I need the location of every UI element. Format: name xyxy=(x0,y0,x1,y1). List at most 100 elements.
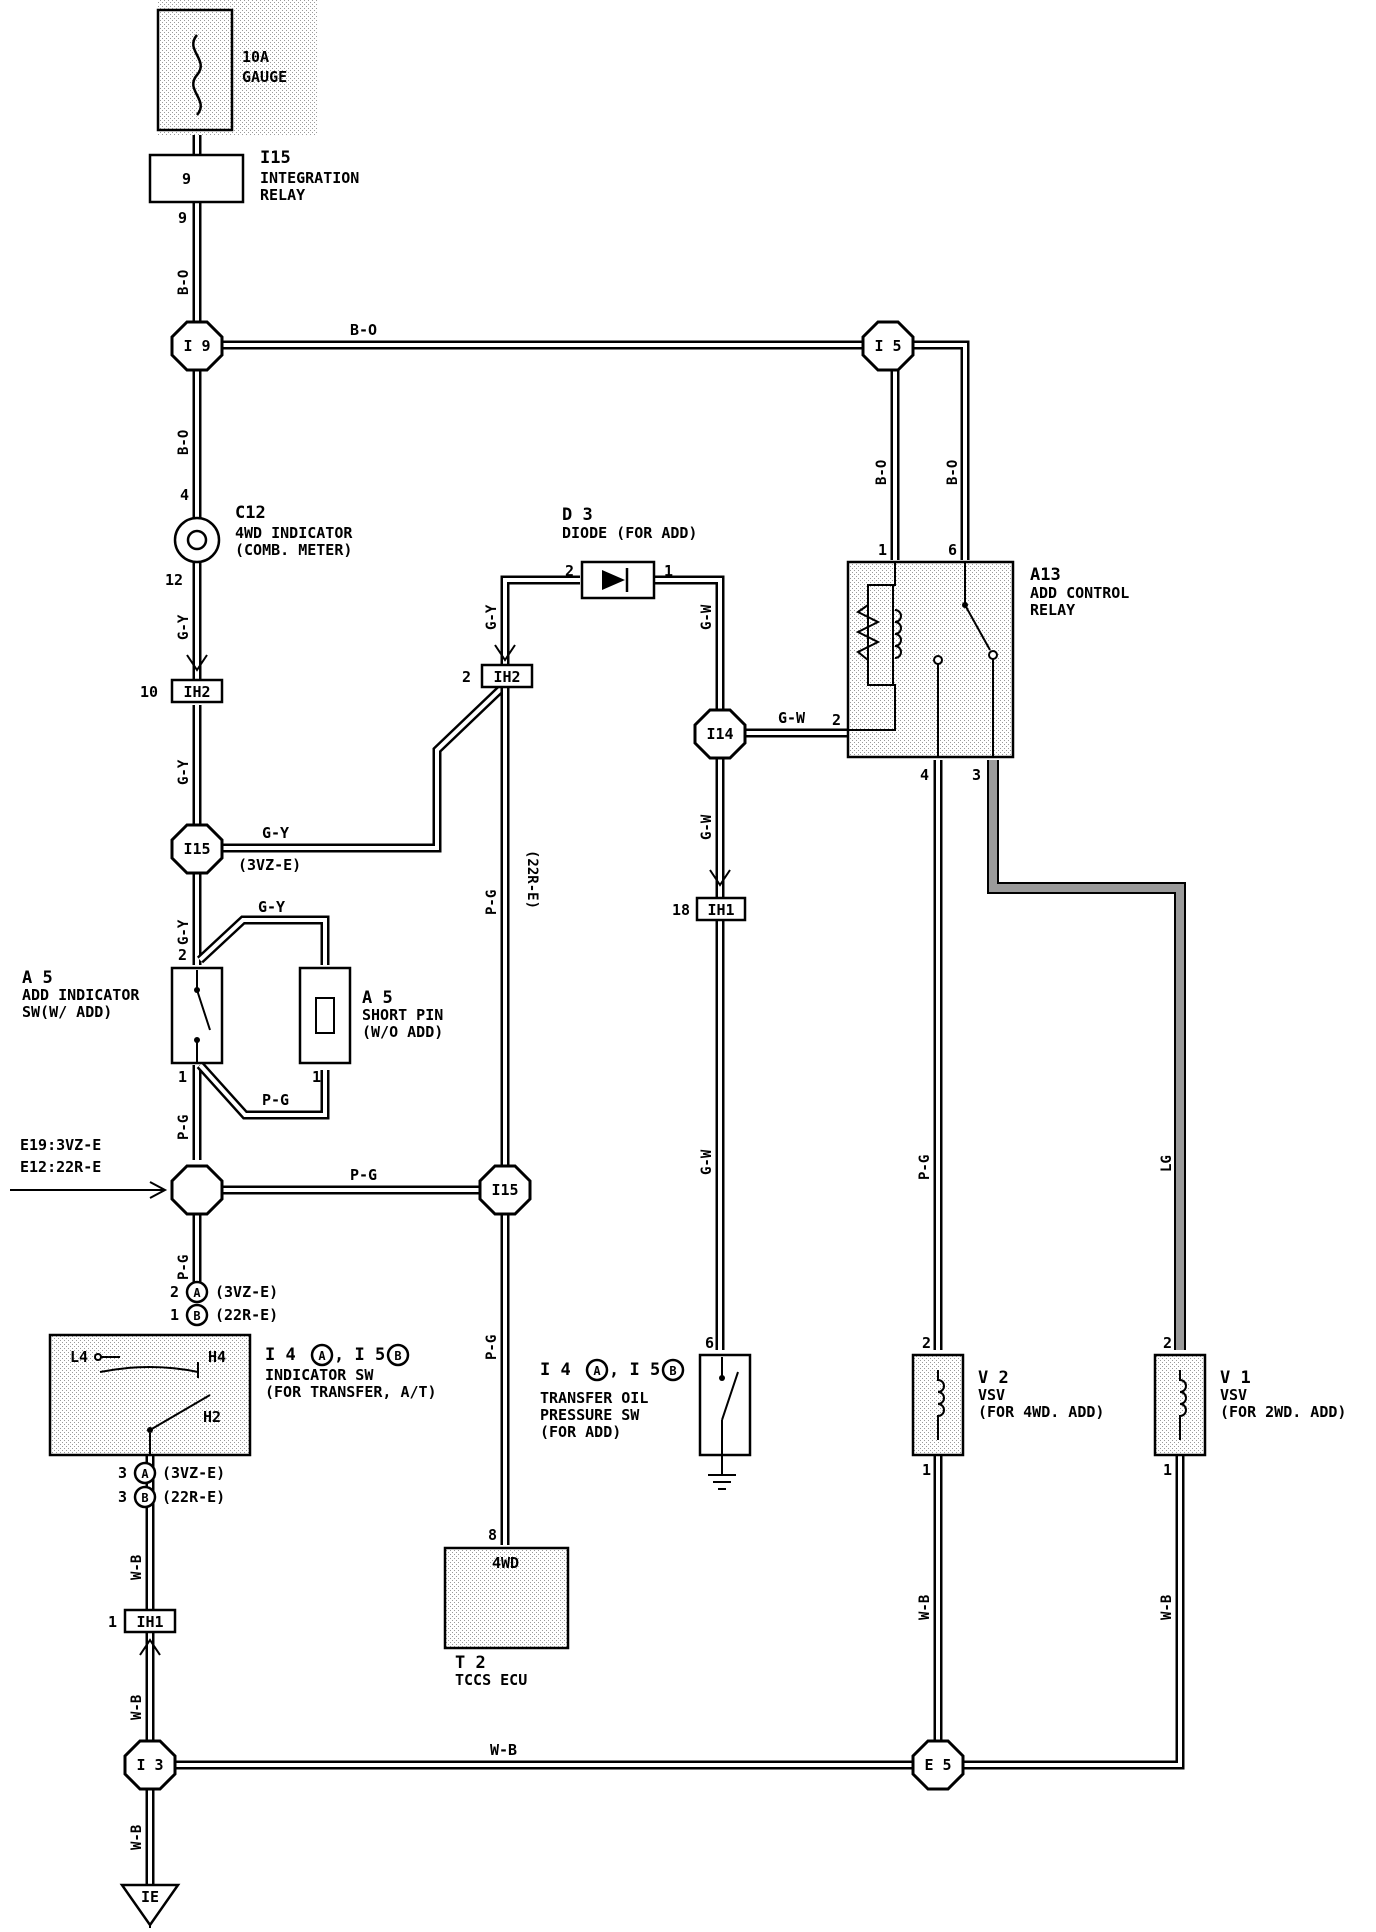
arrow-down-icon xyxy=(186,654,208,672)
indsw-tag-b-top: B xyxy=(193,1309,200,1323)
wire-label-g-y-5: G-Y xyxy=(176,919,192,945)
connector-ih2-left-pin: 10 xyxy=(140,683,158,701)
wire-label-g-y-2: G-Y xyxy=(484,604,500,630)
ecu-ref-line1: E19:3VZ-E xyxy=(20,1136,101,1154)
wire-label-b-o-1: B-O xyxy=(176,270,192,295)
junction-i14: I14 xyxy=(693,708,747,760)
integration-relay-pin-box: 9 xyxy=(182,170,191,188)
short-pin-code: A 5 xyxy=(362,988,393,1008)
ground-ie: IE xyxy=(119,1883,181,1928)
wire-g-w-diode-to-i14 xyxy=(655,575,725,710)
junction-i15-left: I15 xyxy=(170,823,224,875)
relay-pin4: 4 xyxy=(920,766,929,784)
switch-icon xyxy=(721,1357,739,1421)
connector-ih2-right: IH2 2 xyxy=(462,644,534,689)
integration-relay-line2: RELAY xyxy=(260,186,305,204)
add-sw-line2: SW(W/ ADD) xyxy=(22,1003,112,1021)
connector-ih1-right: IH1 18 xyxy=(672,869,747,922)
oil-tag-b: B xyxy=(669,1364,676,1378)
wire-label-g-w-2: G-W xyxy=(778,709,806,727)
resistor-icon xyxy=(855,604,881,661)
short-pin-pin: 1 xyxy=(312,1068,321,1086)
relay-pin6: 6 xyxy=(948,541,957,559)
connector-ih1-right-pin: 18 xyxy=(672,901,690,919)
junction-e5: E 5 xyxy=(911,1739,965,1791)
short-pin: 1 A 5 SHORT PIN (W/O ADD) xyxy=(298,966,443,1086)
vsv2-pin-top: 2 xyxy=(922,1334,931,1352)
indicator-c12: 4 C12 4WD INDICATOR (COMB. METER) 12 xyxy=(165,486,353,589)
gauge-arc-icon xyxy=(99,1366,199,1373)
fuse-name: GAUGE xyxy=(242,68,287,86)
ground-icon xyxy=(708,1474,736,1490)
relay-pin1: 1 xyxy=(878,541,887,559)
vsv1-code: V 1 xyxy=(1220,1368,1251,1388)
junction-i14-label: I14 xyxy=(706,725,733,743)
junction-i15-right: I15 xyxy=(478,1164,532,1216)
indsw-code-b: , I 5 xyxy=(334,1345,385,1365)
solenoid-icon xyxy=(1179,1370,1187,1440)
fuse-block: 10A GAUGE xyxy=(156,0,318,135)
indsw-tag-b-bot: B xyxy=(141,1491,148,1505)
junction-i5-label: I 5 xyxy=(874,337,901,355)
junction-i3-label: I 3 xyxy=(136,1756,163,1774)
oil-tag-a: A xyxy=(593,1364,601,1378)
ecu-code: T 2 xyxy=(455,1653,486,1673)
junction-unnamed xyxy=(170,1164,224,1216)
wire-label-p-g-4: P-G xyxy=(176,1255,192,1280)
indicator-line2: (COMB. METER) xyxy=(235,541,352,559)
relay-code: A13 xyxy=(1030,565,1061,585)
wire-label-b-o-4: B-O xyxy=(874,460,890,485)
indsw-h2: H2 xyxy=(203,1408,221,1426)
wires xyxy=(145,110,1186,1885)
wire-label-g-y-4: G-Y xyxy=(262,824,289,842)
wire-label-p-g-2: P-G xyxy=(262,1091,289,1109)
junction-i15-right-label: I15 xyxy=(491,1181,518,1199)
wire-label-b-o-3: B-O xyxy=(176,430,192,455)
connector-ih1-left: IH1 1 xyxy=(108,1608,177,1656)
junction-i9: I 9 xyxy=(170,320,224,372)
arrow-down-icon xyxy=(709,869,731,887)
arrow-right-icon xyxy=(10,1181,168,1199)
wire-label-w-b-1: W-B xyxy=(129,1555,145,1580)
wire-b-o-i5-to-relay6-core xyxy=(910,343,967,560)
indsw-note-bot-b: (22R-E) xyxy=(162,1488,225,1506)
short-pin-line2: (W/O ADD) xyxy=(362,1023,443,1041)
wire-label-p-g-3: P-G xyxy=(350,1166,377,1184)
wire-g-w-diode-to-i14-core xyxy=(655,578,722,710)
add-sw-pin-top: 2 xyxy=(178,946,187,964)
junction-i3: I 3 xyxy=(123,1739,177,1791)
indsw-pin-b-top: 1 xyxy=(170,1306,179,1324)
indsw-note-bot-a: (3VZ-E) xyxy=(162,1464,225,1482)
ground-triangle-icon xyxy=(119,1883,181,1928)
wire-label-g-w-3: G-W xyxy=(699,814,715,840)
add-indicator-switch: 2 1 A 5 ADD INDICATOR SW(W/ ADD) xyxy=(22,946,224,1086)
vsv2-pin-bot: 1 xyxy=(922,1461,931,1479)
wire-g-y-ih2-to-diode xyxy=(500,575,580,665)
wire-label-g-w-4: G-W xyxy=(699,1149,715,1175)
relay-pin2: 2 xyxy=(832,711,841,729)
indsw-note-top-a: (3VZ-E) xyxy=(215,1283,278,1301)
fuse-rating: 10A xyxy=(242,48,269,66)
wire-w-b-vsv1-to-e5 xyxy=(962,1455,1185,1770)
diode-icon xyxy=(602,570,625,590)
wire-label-g-y-1: G-Y xyxy=(176,614,192,640)
ecu-terminal: 4WD xyxy=(492,1554,519,1572)
indsw-pin-a-top: 2 xyxy=(170,1283,179,1301)
wire-label-w-b-6: W-B xyxy=(1159,1595,1175,1620)
indsw-h4: H4 xyxy=(208,1348,226,1366)
integration-relay: 9 I15 INTEGRATION RELAY 9 xyxy=(148,148,359,227)
oil-line3: (FOR ADD) xyxy=(540,1423,621,1441)
wire-label-b-o-2: B-O xyxy=(350,321,377,339)
note-3vz-i15: (3VZ-E) xyxy=(238,856,301,874)
switch-icon xyxy=(196,970,211,1031)
vsv2-note: (FOR 4WD. ADD) xyxy=(978,1403,1104,1421)
connector-ih2-left: IH2 10 xyxy=(140,654,224,704)
indicator-code: C12 xyxy=(235,503,266,523)
tccs-ecu: 8 4WD T 2 TCCS ECU xyxy=(443,1526,570,1689)
arrow-up-icon xyxy=(139,1638,161,1656)
wire-w-b-vsv1-to-e5-core xyxy=(962,1455,1182,1767)
selector-switch-icon xyxy=(149,1394,211,1431)
wire-label-b-o-5: B-O xyxy=(945,460,961,485)
solenoid-icon xyxy=(937,1370,945,1440)
